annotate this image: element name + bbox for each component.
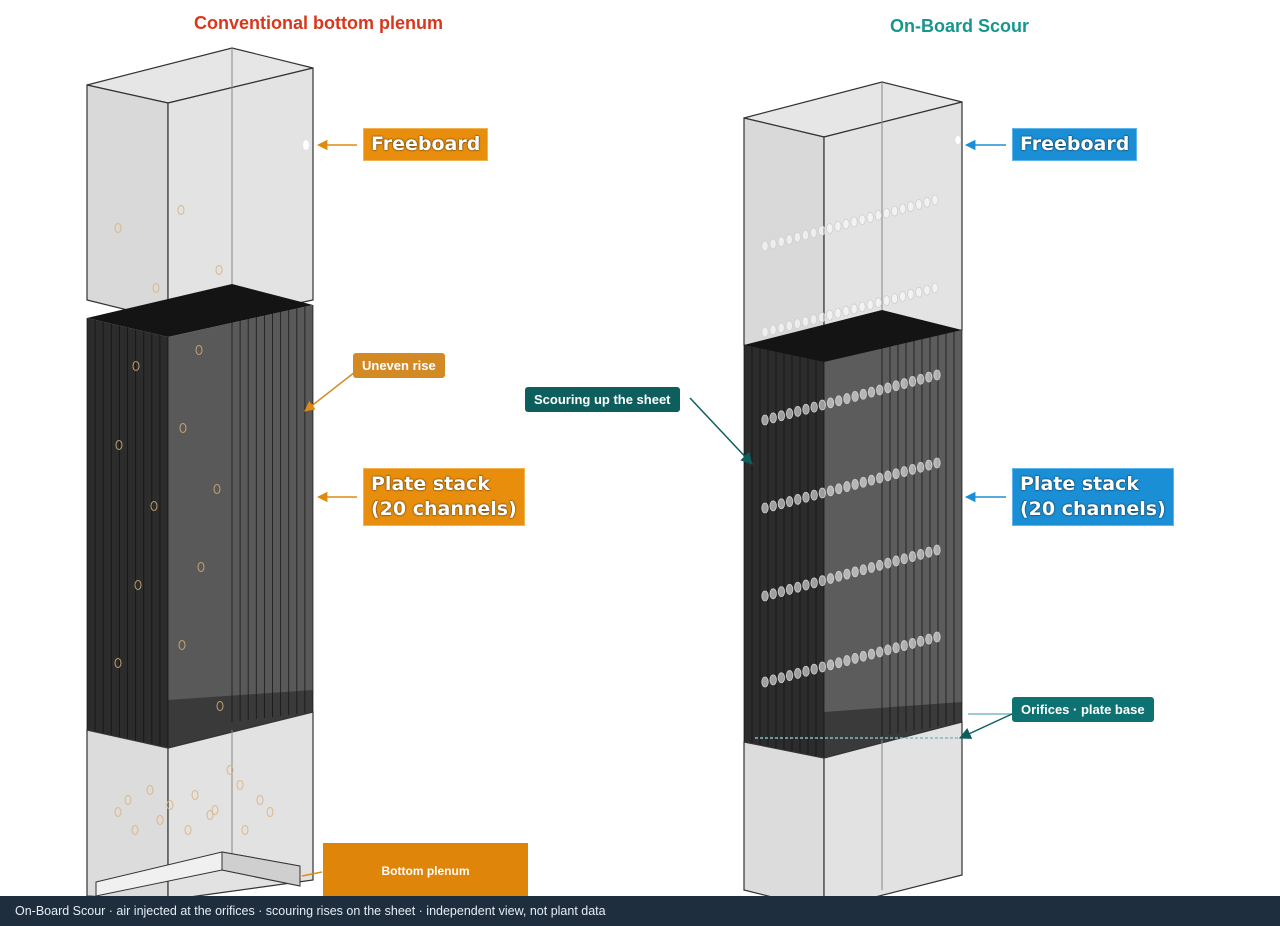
bubbles-left	[114, 140, 309, 835]
connectors	[301, 139, 1013, 877]
plate-lines-left	[86, 305, 314, 748]
title-onboard-scour: On-Board Scour	[890, 16, 1030, 36]
plate-stack-label-left: Plate stack (20 channels)	[363, 468, 525, 526]
uneven-rise-tag: Uneven rise	[353, 353, 445, 378]
plate-stack-line1: Plate stack	[1020, 473, 1139, 495]
title-conventional: Conventional bottom plenum	[194, 13, 443, 33]
bubble-rows-right	[761, 136, 961, 688]
orifices-tag: Orifices · plate base	[1012, 697, 1154, 722]
plate-stack-line1: Plate stack	[371, 473, 490, 495]
plate-stack-line2: (20 channels)	[1020, 498, 1166, 520]
bottom-plenum-label: Bottom plenum	[323, 843, 528, 898]
right-column	[743, 81, 963, 911]
freeboard-label-left: Freeboard	[363, 128, 489, 161]
plate-stack-label-right: Plate stack (20 channels)	[1012, 468, 1174, 526]
plate-lines-right	[743, 330, 963, 758]
scouring-tag: Scouring up the sheet	[525, 387, 680, 412]
plate-stack-line2: (20 channels)	[371, 498, 517, 520]
footer-caption: On-Board Scour · air injected at the ori…	[0, 896, 1280, 926]
left-column	[86, 47, 314, 901]
freeboard-label-right: Freeboard	[1012, 128, 1138, 161]
